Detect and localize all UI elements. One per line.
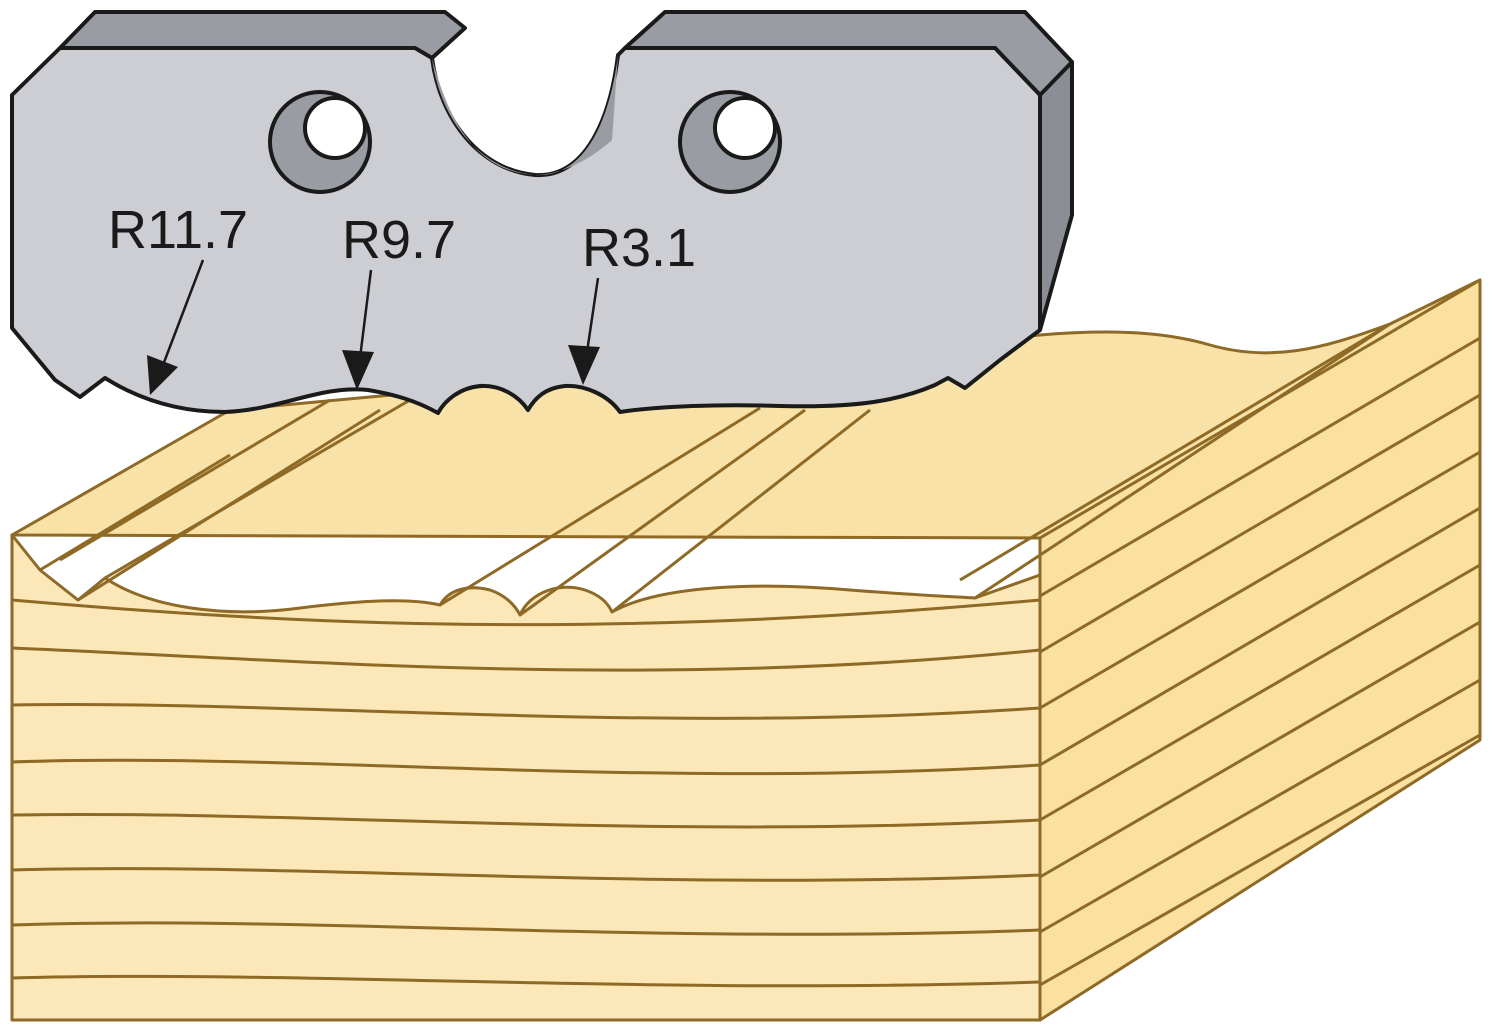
arrow-head-1 bbox=[147, 355, 178, 395]
radius-callout-2: R9.7 bbox=[342, 210, 456, 390]
radius-label-1: R11.7 bbox=[108, 200, 248, 260]
radius-callouts: R11.7 R9.7 R3.1 bbox=[108, 200, 696, 395]
radius-label-3: R3.1 bbox=[582, 218, 696, 278]
arrow-head-2 bbox=[342, 350, 374, 390]
wood-front-face bbox=[10, 533, 1042, 1022]
arrow-head-3 bbox=[568, 345, 600, 385]
radius-callout-1: R11.7 bbox=[108, 200, 248, 395]
wood-block bbox=[10, 278, 1482, 1022]
radius-callout-3: R3.1 bbox=[568, 218, 696, 385]
profile-knife bbox=[10, 10, 1074, 415]
radius-label-2: R9.7 bbox=[342, 210, 456, 270]
front-grain bbox=[11, 598, 1041, 988]
top-grooves bbox=[39, 322, 1391, 617]
mounting-hole-left bbox=[268, 90, 372, 194]
wood-top-surface bbox=[10, 278, 1482, 540]
mounting-hole-right bbox=[678, 90, 782, 194]
side-grain bbox=[1039, 336, 1481, 987]
